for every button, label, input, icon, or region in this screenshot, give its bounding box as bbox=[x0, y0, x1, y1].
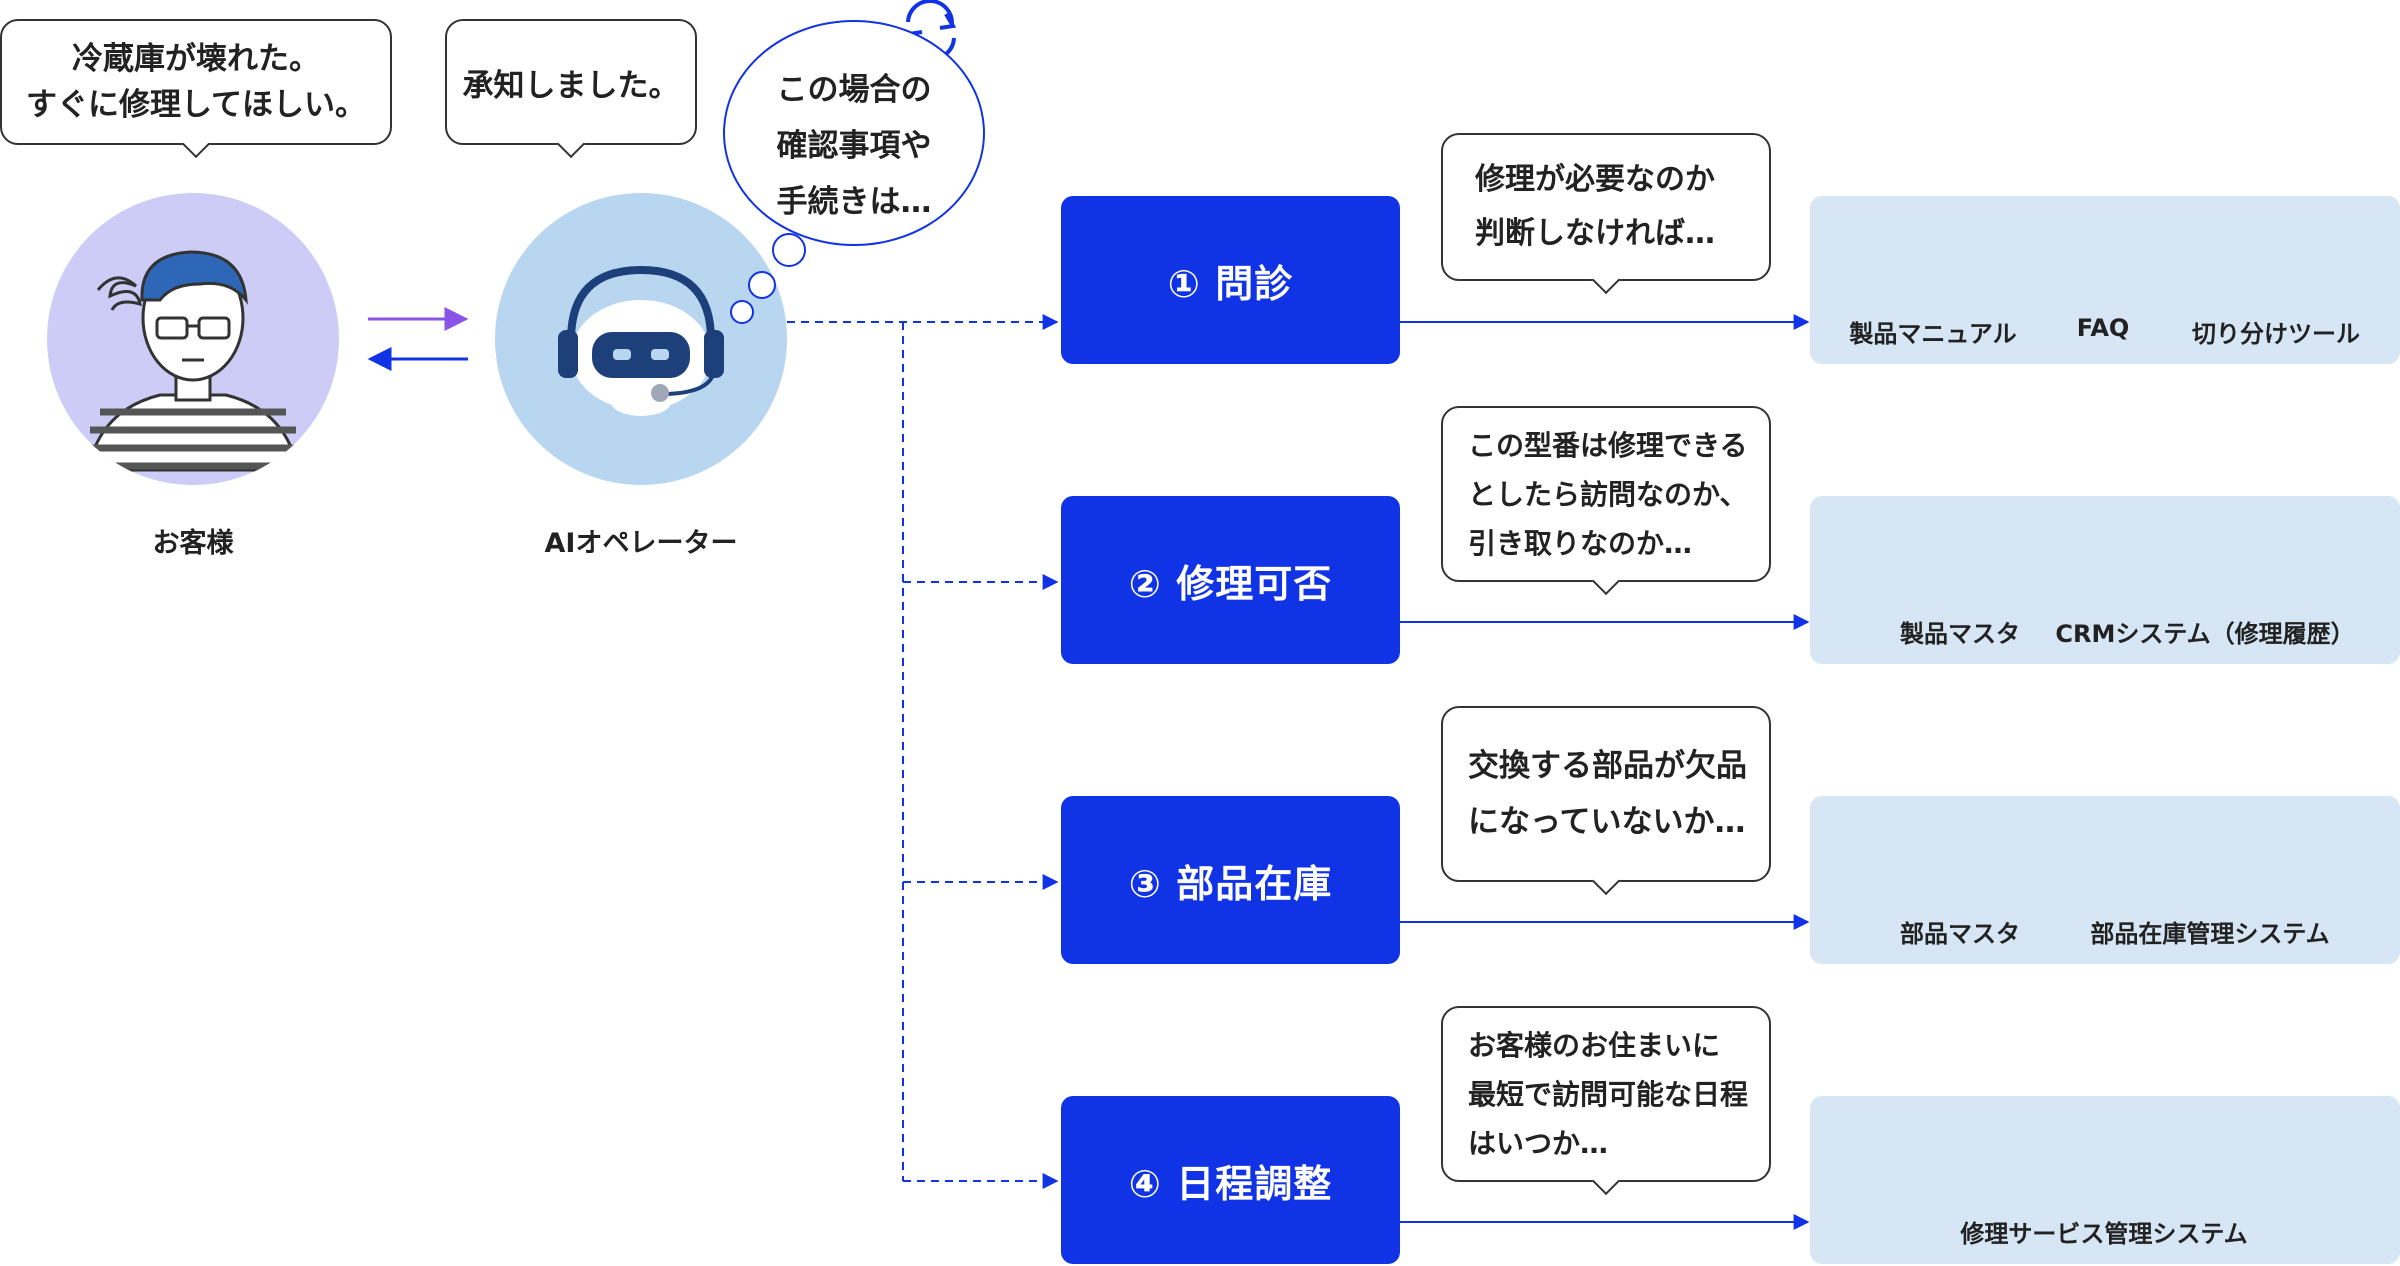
thought-dot-small bbox=[730, 300, 754, 324]
step-2-question-line-1: この型番は修理できる bbox=[1468, 428, 1748, 462]
step-4-question-line-3: はいつか… bbox=[1468, 1126, 1609, 1160]
customer-avatar bbox=[47, 193, 339, 485]
customer-label: お客様 bbox=[152, 528, 234, 559]
customer-speech-bubble: 冷蔵庫が壊れた。 すぐに修理してほしい。 bbox=[0, 19, 392, 159]
customer-speech-line-2: すぐに修理してほしい。 bbox=[25, 87, 367, 123]
step-2-question-bubble: この型番は修理できる としたら訪問なのか、 引き取りなのか… bbox=[1441, 406, 1771, 596]
tools-panel-scheduling bbox=[1810, 1096, 2400, 1264]
step-label-repairability: ② 修理可否 bbox=[1128, 561, 1333, 606]
step-1-question-line-2: 判断しなければ… bbox=[1475, 216, 1715, 251]
thought-dot-large bbox=[772, 233, 806, 267]
tools-panel-interview bbox=[1810, 196, 2400, 364]
step-label-parts-stock: ③ 部品在庫 bbox=[1128, 861, 1333, 906]
tools-panel-repairability bbox=[1810, 496, 2400, 664]
step-4-question-line-1: お客様のお住まいに bbox=[1468, 1028, 1721, 1062]
step-box-parts-stock: ③ 部品在庫 bbox=[1061, 796, 1400, 964]
step-1-question-bubble: 修理が必要なのか 判断しなければ… bbox=[1441, 133, 1771, 295]
step-2-question-line-2: としたら訪問なのか、 bbox=[1468, 477, 1748, 511]
step-3-question-line-2: になっていないか… bbox=[1468, 804, 1746, 840]
operator-label: AIオペレーター bbox=[544, 528, 738, 559]
thought-line-1: この場合の bbox=[776, 72, 932, 108]
operator-speech-bubble: 承知しました。 bbox=[445, 19, 697, 159]
step-2-question-line-3: 引き取りなのか… bbox=[1468, 526, 1693, 560]
step-1-question-line-1: 修理が必要なのか bbox=[1475, 162, 1715, 197]
step-label-interview: ① 問診 bbox=[1167, 261, 1294, 306]
step-4-question-line-2: 最短で訪問可能な日程 bbox=[1468, 1077, 1749, 1111]
tool-label-parts-inventory-system: 部品在庫管理システム bbox=[2090, 920, 2330, 948]
tools-panel-parts-stock bbox=[1810, 796, 2400, 964]
thought-line-3: 手続きは… bbox=[776, 184, 932, 220]
customer-speech-line-1: 冷蔵庫が壊れた。 bbox=[72, 41, 320, 77]
tool-label-product-master: 製品マスタ bbox=[1900, 620, 2020, 648]
step-3-question-bubble: 交換する部品が欠品 になっていないか… bbox=[1441, 706, 1771, 896]
thought-line-2: 確認事項や bbox=[776, 128, 932, 164]
operator-thought-bubble: この場合の 確認事項や 手続きは… bbox=[723, 20, 985, 246]
step-label-scheduling: ④ 日程調整 bbox=[1128, 1161, 1333, 1206]
dashed-connector-tree bbox=[787, 314, 1059, 1189]
thought-dot-medium bbox=[748, 271, 776, 299]
tool-label-parts-master: 部品マスタ bbox=[1900, 920, 2020, 948]
tool-label-repair-service-system: 修理サービス管理システム bbox=[1960, 1220, 2248, 1248]
tool-label-crm-system: CRMシステム（修理履歴） bbox=[2055, 620, 2355, 648]
step-4-question-bubble: お客様のお住まいに 最短で訪問可能な日程 はいつか… bbox=[1441, 1006, 1771, 1196]
tool-label-product-manual: 製品マニュアル bbox=[1849, 320, 2017, 348]
operator-speech-text: 承知しました。 bbox=[462, 67, 680, 104]
solid-connectors bbox=[1400, 314, 1810, 1230]
robot-operator-avatar bbox=[495, 193, 787, 485]
step-box-repairability: ② 修理可否 bbox=[1061, 496, 1400, 664]
step-box-scheduling: ④ 日程調整 bbox=[1061, 1096, 1400, 1264]
tool-label-triage-tool: 切り分けツール bbox=[2192, 320, 2360, 348]
step-box-interview: ① 問診 bbox=[1061, 196, 1400, 364]
tool-label-faq: FAQ bbox=[2076, 314, 2130, 342]
step-3-question-line-1: 交換する部品が欠品 bbox=[1468, 748, 1747, 784]
